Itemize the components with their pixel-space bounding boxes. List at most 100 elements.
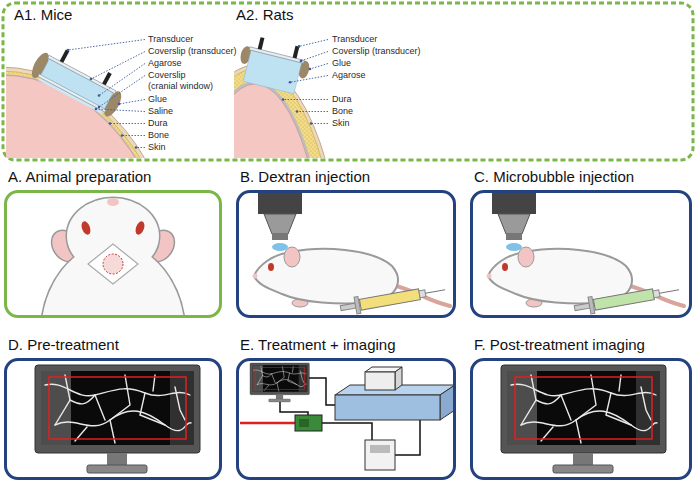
leader-line-part	[96, 109, 145, 112]
leader-dot-part	[282, 98, 285, 101]
microbubble-scene	[487, 193, 685, 315]
leader-dot-part	[309, 68, 312, 71]
rat-top-view-part	[67, 198, 159, 274]
label-holder: Saline	[148, 106, 173, 117]
leader-dot-part	[95, 108, 98, 111]
panel-box: F. Post-treatment imaging	[470, 358, 692, 480]
rat-top-view-part	[103, 254, 123, 274]
panel-heading: F. Post-treatment imaging	[474, 336, 645, 354]
label-holder: Bone	[148, 130, 169, 141]
mouse-transducer-assembly-part	[60, 49, 70, 62]
part-label: Glue	[148, 94, 167, 105]
syringe-part	[659, 290, 679, 293]
leader-line-part	[310, 64, 328, 70]
part-label: Skin	[148, 142, 166, 153]
label-holder: Skin	[148, 142, 166, 153]
leader-line-part	[119, 100, 145, 105]
treatment-setup-part	[440, 385, 455, 420]
cable-part	[322, 423, 372, 440]
microbubble-scene-part	[487, 193, 685, 307]
leader-line	[283, 40, 328, 124]
label-holder: Transducer	[148, 34, 193, 45]
panel-heading: B. Dextran injection	[240, 168, 370, 186]
leader-line-part	[311, 123, 328, 124]
rat-skull-section-part	[234, 84, 328, 158]
label-holder: Agarose	[148, 58, 182, 69]
part-label: Dura	[148, 118, 168, 129]
rat-top-view-part	[80, 220, 92, 236]
leader-dot-part	[300, 60, 303, 63]
rat-skull-section-part	[234, 81, 329, 158]
label-holder: Glue	[148, 94, 167, 105]
panel-box: B. Dextran injection	[236, 190, 456, 318]
label-holder: Dura	[148, 118, 168, 129]
rat-top-view-part	[41, 243, 185, 315]
part-label: Coverslip (transducer)	[332, 46, 421, 57]
leader-dot-part	[298, 45, 301, 48]
leader-dot	[67, 49, 138, 149]
dextran-scene	[253, 193, 451, 315]
part-label: Agarose	[332, 70, 366, 81]
treatment-setup-part	[365, 440, 395, 470]
illustration-part	[501, 365, 666, 473]
leader-line-part	[99, 76, 145, 108]
treatment-setup-part	[295, 415, 322, 431]
laser-beam	[240, 422, 295, 425]
part-label: Bone	[148, 130, 169, 141]
illustration-part	[35, 365, 200, 473]
mouse-transducer-assembly-part	[48, 55, 117, 93]
rat-top-view-part	[67, 198, 159, 274]
leader-dot-part	[121, 134, 124, 137]
leader-dot-part	[310, 122, 313, 125]
leader-dot	[282, 45, 313, 125]
syringe	[573, 281, 680, 315]
treatment-setup-part	[299, 419, 309, 427]
leader-line-part	[297, 111, 328, 112]
panel-heading: E. Treatment + imaging	[240, 336, 396, 354]
leader-line-part	[68, 40, 145, 51]
label-holder: Coverslip (cranial window)	[148, 70, 215, 92]
cable-part	[309, 378, 335, 405]
leader-line-part	[283, 99, 328, 100]
label-holder: A2. Rats	[236, 6, 294, 24]
leader-line-part	[122, 135, 145, 136]
leader-line-part	[110, 123, 145, 124]
treatment-setup-part	[395, 367, 402, 390]
leader-line-part	[91, 52, 145, 80]
syringe-part	[359, 289, 420, 310]
part-label: Coverslip (cranial window)	[148, 70, 215, 92]
treatment-setup-part	[365, 372, 395, 390]
part-label: Coverslip (transducer)	[148, 46, 237, 57]
leader-line	[68, 40, 145, 148]
dextran-scene-part	[253, 193, 451, 307]
syringe-part	[574, 303, 590, 311]
treatment-setup-part	[335, 395, 440, 420]
leader-dot-part	[135, 146, 138, 149]
leader-line-part	[99, 64, 145, 96]
part-label: Transducer	[332, 34, 377, 45]
rat-transducer-assembly-part	[293, 46, 300, 59]
syringe-part	[653, 290, 660, 298]
panel-box: C. Microbubble injection	[470, 190, 692, 318]
panel-heading: C. Microbubble injection	[474, 168, 634, 186]
syringe-part	[340, 303, 356, 311]
panel-box: A. Animal preparation	[4, 190, 222, 318]
panel-title: A2. Rats	[236, 6, 294, 24]
label-holder: Glue	[332, 58, 351, 69]
rat-transducer-assembly	[235, 34, 314, 97]
label-holder: Agarose	[332, 70, 366, 81]
leader-dot-part	[289, 81, 292, 84]
part-label: Glue	[332, 58, 351, 69]
leader-dot-part	[90, 78, 93, 81]
label-holder: Dura	[332, 94, 352, 105]
panel-box: E. Treatment + imaging	[236, 358, 456, 480]
panel-heading: D. Pre-treatment	[8, 336, 119, 354]
leader-line-part	[299, 40, 328, 47]
label-holder: Coverslip (transducer)	[332, 46, 421, 57]
rat-top-view-part	[134, 220, 146, 236]
leader-line-part	[301, 52, 328, 61]
cable-part	[395, 420, 420, 455]
leader-dot-part	[67, 49, 70, 52]
rat-top-view-part	[88, 244, 138, 284]
